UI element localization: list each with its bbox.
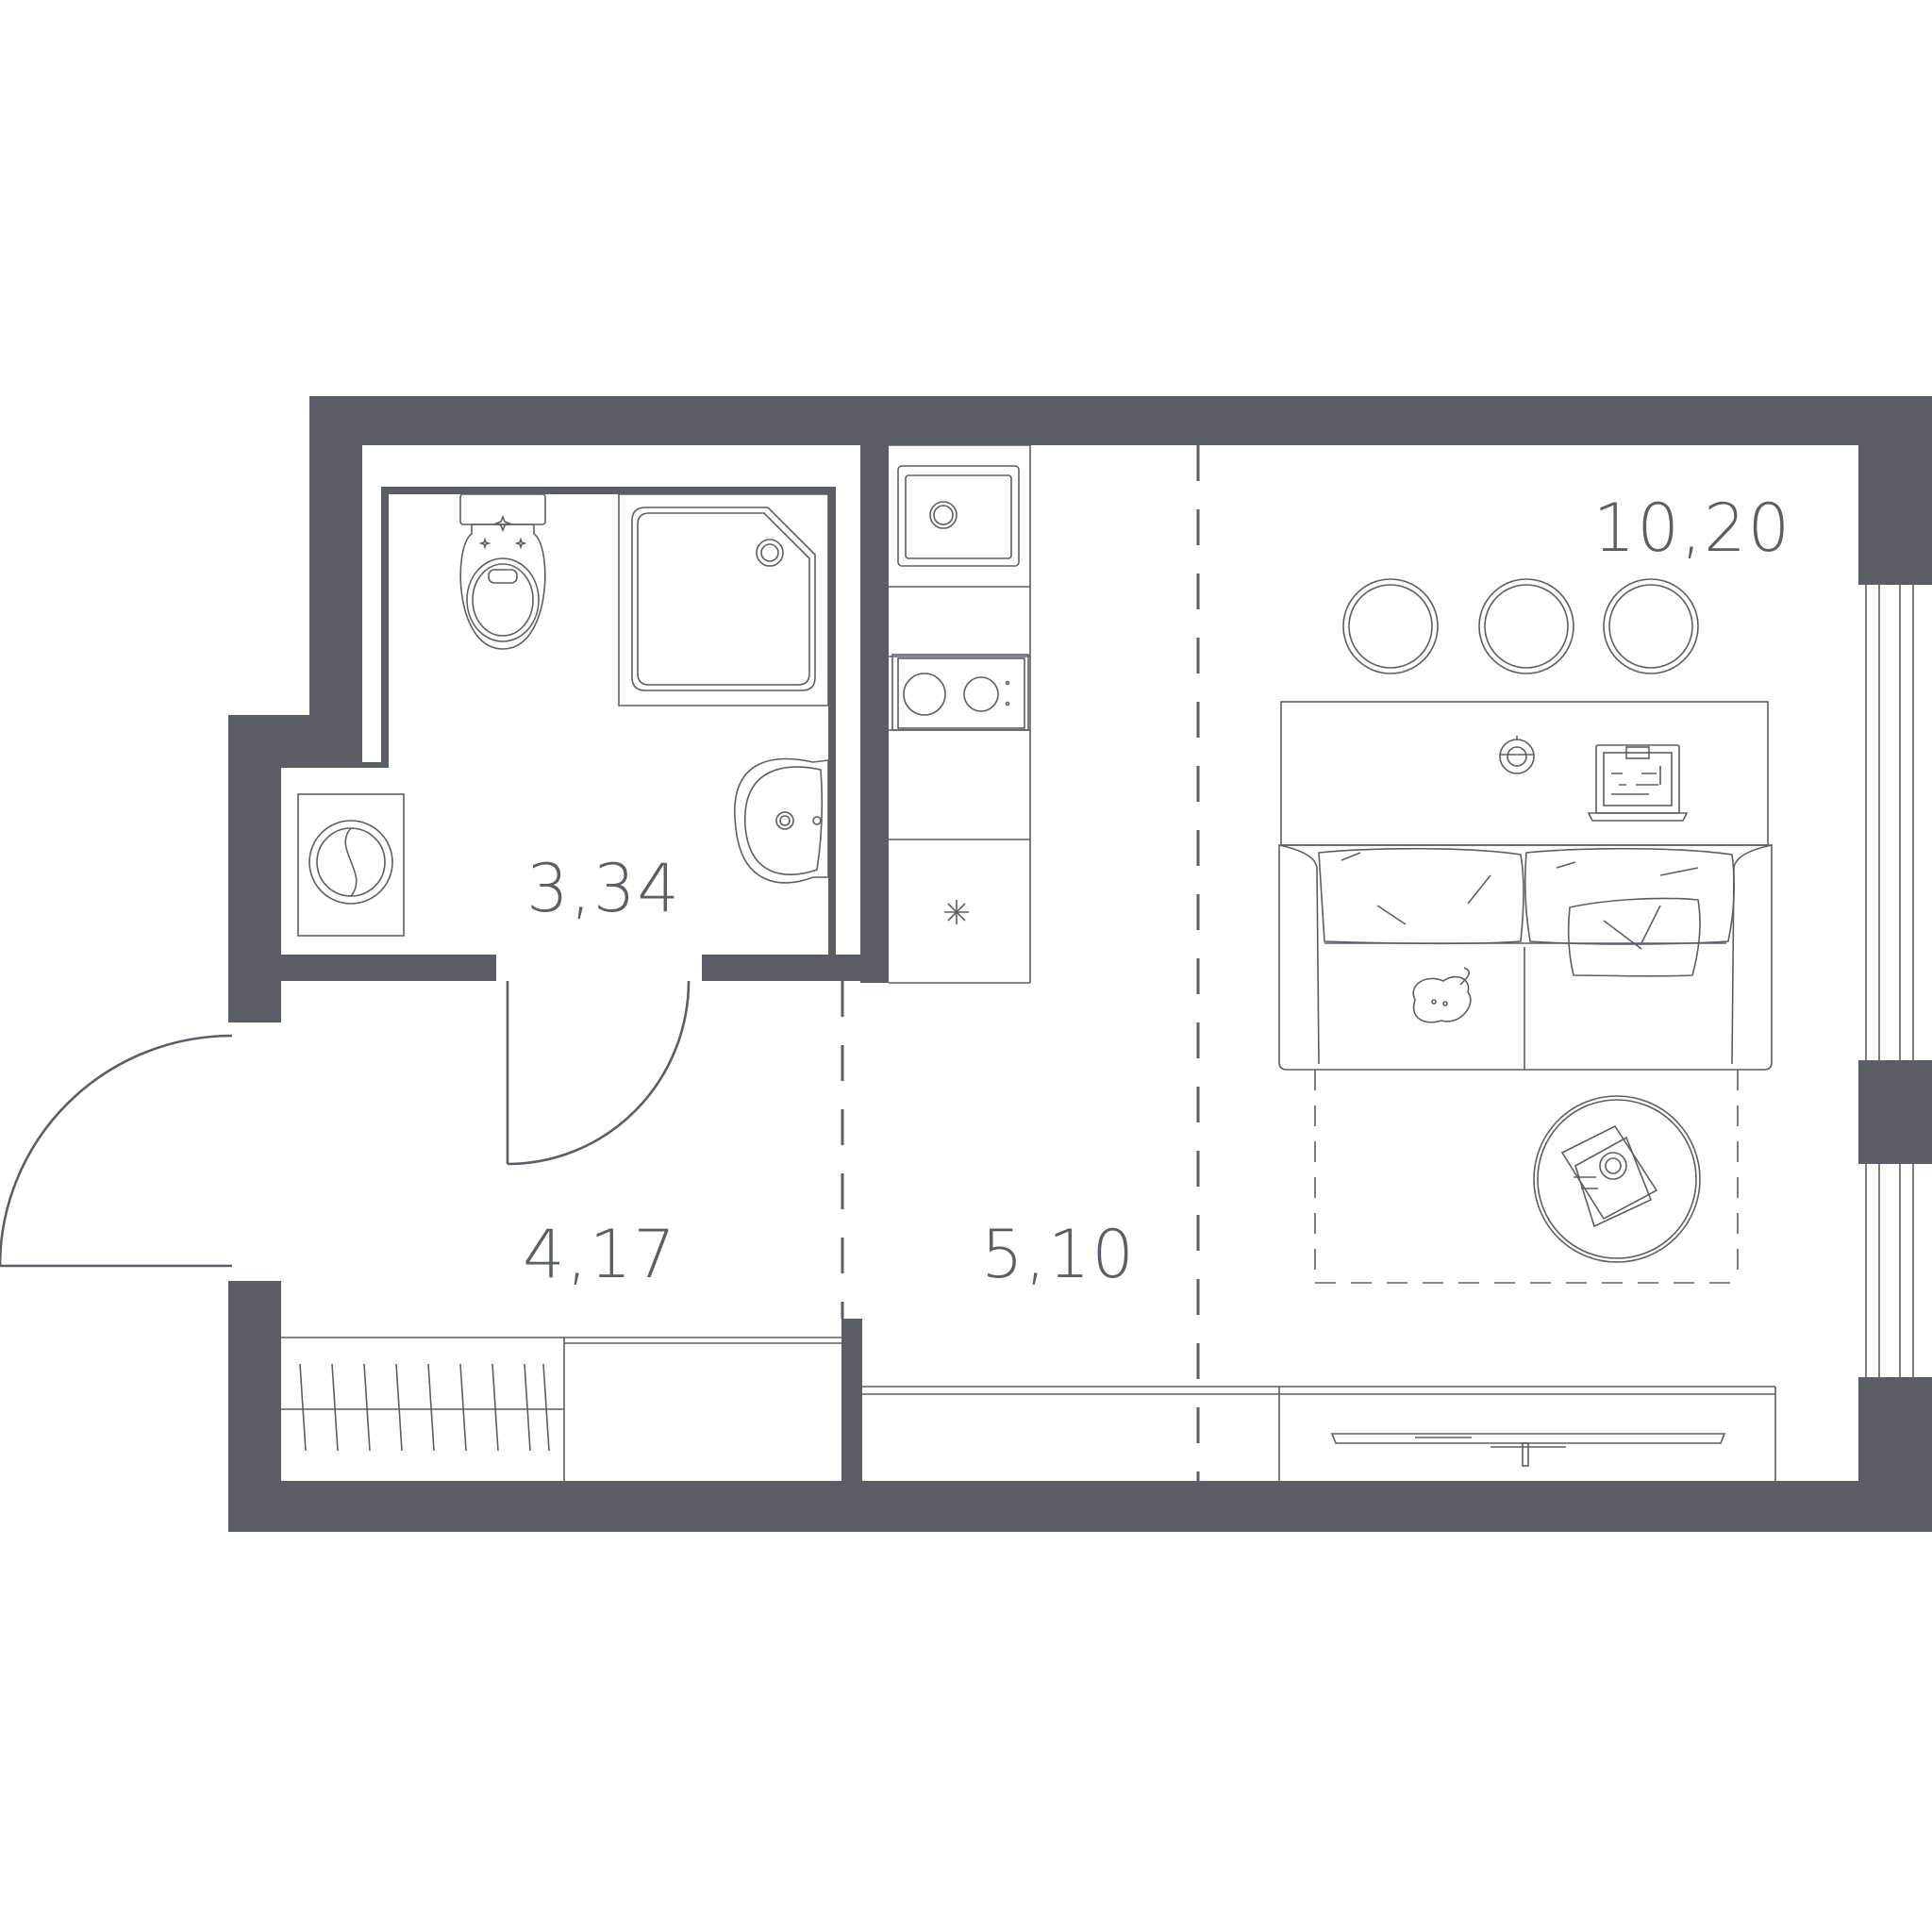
bathroom-area-label: 3,34 [526,850,681,927]
washing-machine-icon [297,793,405,937]
coffee-table-icon [1533,1095,1701,1263]
walls [228,396,1932,1532]
shower-tray-icon [618,493,829,706]
stool-icon [1342,578,1699,674]
zone-dividers [841,445,1200,1481]
tv-unit [862,1386,1776,1481]
appliance-icon [944,900,969,924]
bathroom-partition [362,487,836,956]
window-right [1865,585,1914,1377]
kitchen-area-label: 5,10 [981,1216,1136,1293]
sofa-icon [1278,844,1773,1071]
hob-icon [891,654,1029,731]
washbasin-icon [734,757,829,884]
tv-icon [1330,1433,1726,1467]
kitchen-units [889,444,1031,984]
living-area-label: 10,20 [1593,490,1791,567]
sink-icon [897,465,1020,567]
bathroom-door [506,980,691,1166]
laptop-icon [1587,744,1689,822]
area-labels: 3,34 4,17 5,10 10,20 [523,490,1791,1293]
desk-icon [1280,701,1769,846]
rug [1314,1070,1739,1284]
entrance-door [0,1034,233,1268]
cat-icon [1412,967,1472,1023]
hallway-area-label: 4,17 [523,1216,677,1293]
wardrobe [281,1337,841,1481]
toilet-icon [459,493,546,650]
